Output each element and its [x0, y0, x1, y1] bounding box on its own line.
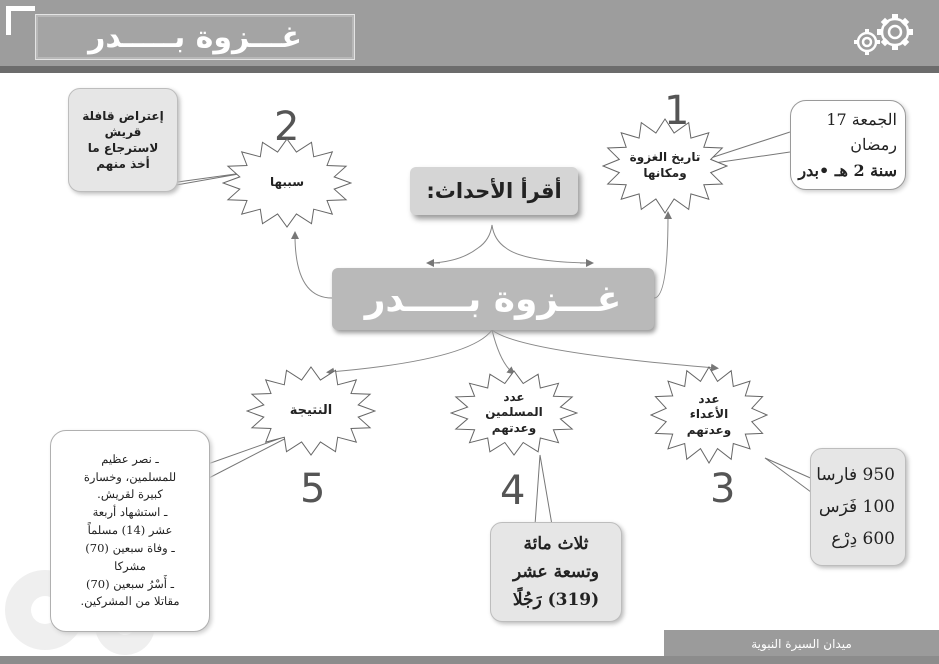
node-result: النتيجة	[246, 366, 376, 456]
corner-bracket-icon	[6, 6, 35, 35]
callout-line: 600 دِرْع	[831, 529, 895, 550]
node-number-3: 3	[710, 466, 736, 512]
node-label: النتيجة	[289, 402, 333, 418]
callout-date: الجمعة 17 رمضان سنة 2 هـ •بدر	[790, 100, 906, 190]
callout-line: الجمعة 17 رمضان	[826, 109, 897, 155]
center-title: غـــزوة بـــــدر	[332, 268, 654, 330]
callout-line: ـ أَسْرُ سبعين (70)	[85, 576, 175, 591]
callout-line: (319) رَجُلًا	[512, 590, 600, 611]
gears-icon	[854, 14, 913, 55]
node-number-5: 5	[300, 466, 326, 512]
node-cause: سببها	[222, 138, 352, 228]
callout-line: لاسترجاع ما	[87, 141, 159, 155]
callout-line: للمسلمين، وخسارة	[83, 469, 177, 484]
callout-line: إعتراض قافلة	[82, 108, 164, 123]
node-enemies: عدد الأعداء وعدتهم	[650, 366, 768, 464]
callout-enemies: 950 فارسا 100 فَرَس 600 دِرْع	[810, 448, 906, 566]
callout-muslims: ثلاث مائة وتسعة عشر (319) رَجُلًا	[490, 522, 622, 622]
callout-line: ـ وفاة سبعين (70)	[85, 540, 175, 555]
callout-line: أخذ منهم	[96, 157, 150, 172]
read-events-label: أقرأ الأحداث:	[410, 167, 578, 215]
node-label: عدد الأعداء وعدتهم	[686, 391, 732, 437]
node-muslims: عدد المسلمين وعدتهم	[450, 370, 578, 456]
callout-line: ثلاث مائة	[523, 533, 589, 554]
callout-line: قريش	[104, 124, 142, 139]
callout-result: ـ نصر عظيم للمسلمين، وخسارة كبيرة لقريش.…	[50, 430, 210, 632]
callout-line: سنة 2 هـ •بدر	[798, 160, 897, 180]
callout-line: مقاتلا من المشركين.	[80, 594, 180, 609]
callout-line: 100 فَرَس	[818, 496, 895, 517]
callout-line: ـ نصر عظيم	[101, 451, 159, 466]
callout-line: عشر (14) مسلماً	[87, 523, 173, 538]
callout-line: 950 فارسا	[816, 464, 895, 485]
node-number-4: 4	[500, 468, 526, 514]
header-divider	[0, 66, 939, 73]
node-date-place: تاريخ الغزوة ومكانها	[602, 118, 728, 214]
node-label: عدد المسلمين وعدتهم	[485, 389, 543, 435]
node-label: تاريخ الغزوة ومكانها	[629, 150, 701, 180]
header-bar: غـــزوة بـــــدر	[0, 0, 939, 66]
callout-line: كبيرة لقريش.	[97, 487, 163, 502]
node-label: سببها	[269, 175, 305, 190]
callout-line: ـ استشهاد أربعة	[92, 505, 168, 520]
callout-cause: إعتراض قافلة قريش لاسترجاع ما أخذ منهم	[68, 88, 178, 192]
callout-line: وتسعة عشر	[512, 561, 600, 582]
footer-label: ميدان السيرة النبوية	[664, 630, 939, 658]
page-title: غـــزوة بـــــدر	[35, 14, 355, 60]
callout-line: مشركا	[114, 558, 146, 573]
footer-bar	[0, 656, 939, 664]
